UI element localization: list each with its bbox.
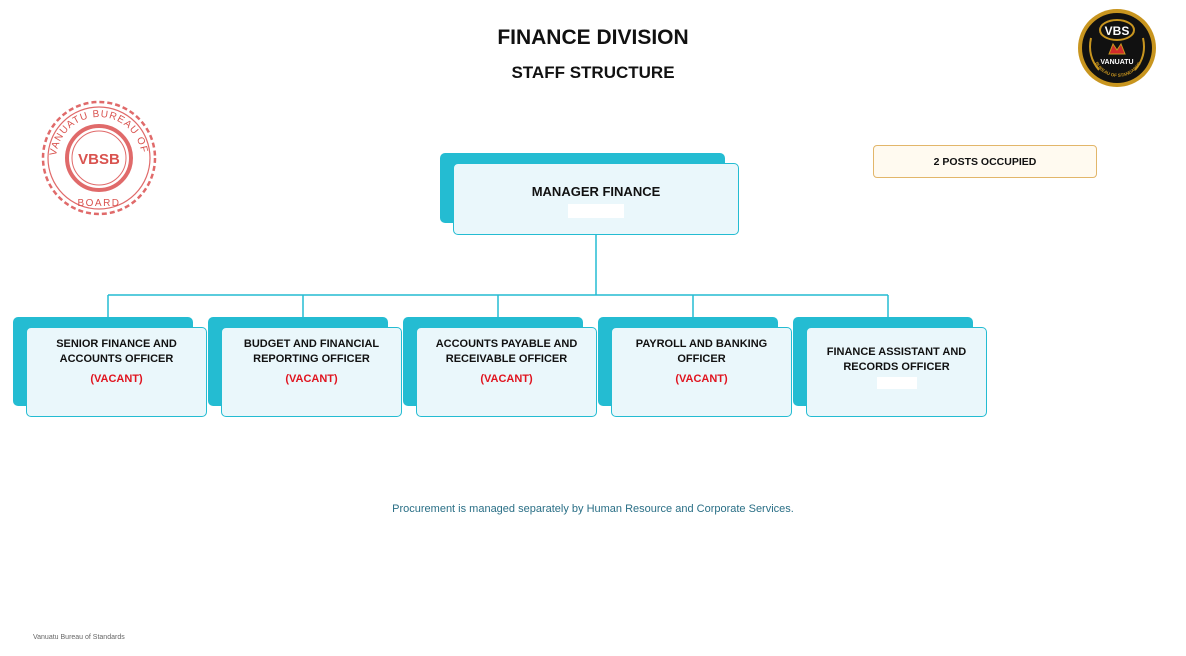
org-node-payroll-banking: PAYROLL AND BANKING OFFICER (VACANT) (598, 317, 793, 418)
name-placeholder (568, 204, 624, 218)
posts-occupied-badge: 2 POSTS OCCUPIED (873, 145, 1097, 178)
name-placeholder (876, 377, 917, 389)
svg-text:VBSB: VBSB (78, 151, 120, 168)
org-node-budget-reporting: BUDGET AND FINANCIAL REPORTING OFFICER (… (208, 317, 403, 418)
position-title-line1: FINANCE ASSISTANT AND (826, 346, 967, 358)
org-node-accounts-payable: ACCOUNTS PAYABLE AND RECEIVABLE OFFICER … (403, 317, 598, 418)
position-title-line2: REPORTING OFFICER (253, 353, 370, 365)
position-title-line2: OFFICER (677, 353, 726, 365)
position-title-line1: SENIOR FINANCE AND (56, 338, 177, 350)
node-card: FINANCE ASSISTANT AND RECORDS OFFICER (806, 327, 987, 417)
node-card: MANAGER FINANCE (453, 163, 739, 235)
position-title-line2: ACCOUNTS OFFICER (59, 353, 174, 365)
footer-text: Vanuatu Bureau of Standards (33, 634, 125, 641)
manager-title: MANAGER FINANCE (531, 184, 661, 199)
vbsb-seal-logo: VANUATU BUREAU OF STANDARDS VBSB BOARD (38, 98, 157, 216)
org-node-manager-finance: MANAGER FINANCE (440, 153, 740, 236)
procurement-note: Procurement is managed separately by Hum… (392, 503, 794, 515)
position-title-line2: RECORDS OFFICER (843, 361, 950, 373)
page-subtitle: STAFF STRUCTURE (511, 63, 675, 82)
vacant-status: (VACANT) (285, 373, 338, 385)
org-node-senior-finance: SENIOR FINANCE AND ACCOUNTS OFFICER (VAC… (13, 317, 208, 418)
node-card: PAYROLL AND BANKING OFFICER (VACANT) (611, 327, 792, 417)
svg-text:BOARD: BOARD (77, 198, 120, 209)
org-node-finance-assistant: FINANCE ASSISTANT AND RECORDS OFFICER (793, 317, 988, 418)
node-card: SENIOR FINANCE AND ACCOUNTS OFFICER (VAC… (26, 327, 207, 417)
position-title-line1: ACCOUNTS PAYABLE AND (435, 338, 578, 350)
svg-text:VANUATU: VANUATU (1100, 59, 1133, 66)
vacant-status: (VACANT) (675, 373, 728, 385)
svg-text:VBS: VBS (1105, 24, 1130, 38)
position-title-line1: BUDGET AND FINANCIAL (243, 338, 380, 350)
node-card: BUDGET AND FINANCIAL REPORTING OFFICER (… (221, 327, 402, 417)
vacant-status: (VACANT) (480, 373, 533, 385)
position-title-line2: RECEIVABLE OFFICER (445, 353, 568, 365)
vbs-round-logo: VBS VANUATU BUREAU OF STANDARDS (1078, 9, 1156, 87)
vacant-status: (VACANT) (90, 373, 143, 385)
page-title: FINANCE DIVISION (497, 26, 689, 49)
position-title-line1: PAYROLL AND BANKING (635, 338, 768, 350)
node-card: ACCOUNTS PAYABLE AND RECEIVABLE OFFICER … (416, 327, 597, 417)
